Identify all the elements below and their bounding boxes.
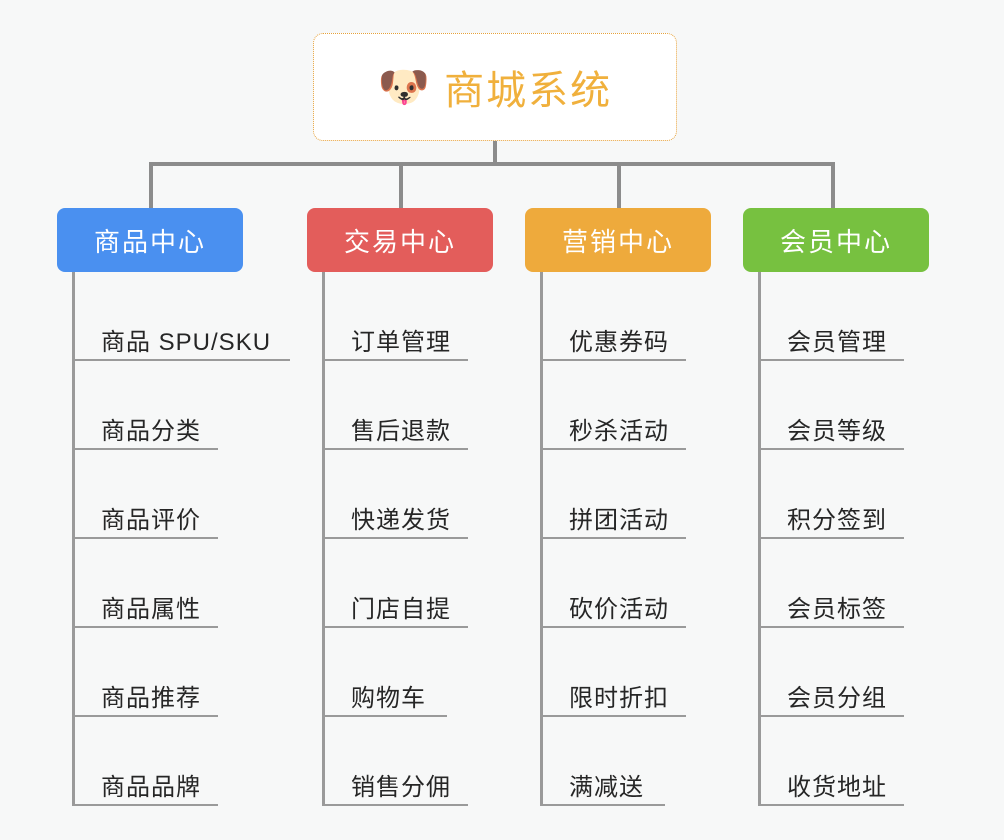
leaf-item[interactable]: 快递发货	[325, 450, 493, 539]
leaf-item[interactable]: 会员分组	[761, 628, 929, 717]
branch-marketing-center: 营销中心 优惠券码 秒杀活动 拼团活动 砍价活动 限时折扣 满减送	[525, 208, 711, 806]
leaf-label: 收货地址	[787, 774, 887, 801]
leaf-item[interactable]: 积分签到	[761, 450, 929, 539]
branch-trade-center: 交易中心 订单管理 售后退款 快递发货 门店自提 购物车 销售分佣	[307, 208, 493, 806]
branch-title-2: 交易中心	[343, 226, 456, 257]
leaf-label: 商品属性	[101, 596, 201, 623]
leaf-label: 拼团活动	[569, 507, 669, 534]
leaf-item[interactable]: 满减送	[543, 717, 711, 806]
connector-root-stem	[493, 141, 497, 164]
leaf-label: 会员分组	[787, 685, 887, 712]
connector-drop-4	[831, 162, 835, 209]
leaf-item[interactable]: 限时折扣	[543, 628, 711, 717]
leaf-label: 购物车	[351, 685, 426, 712]
branch-header-2[interactable]: 交易中心	[307, 208, 493, 272]
leaf-list-2: 订单管理 售后退款 快递发货 门店自提 购物车 销售分佣	[322, 272, 493, 806]
dog-face-icon: 🐶	[377, 63, 431, 110]
connector-drop-1	[149, 162, 153, 209]
leaf-list-4: 会员管理 会员等级 积分签到 会员标签 会员分组 收货地址	[758, 272, 929, 806]
leaf-label: 砍价活动	[569, 596, 669, 623]
branch-title-1: 商品中心	[93, 226, 206, 257]
leaf-label: 优惠券码	[569, 329, 669, 356]
leaf-label: 售后退款	[351, 418, 451, 445]
leaf-item[interactable]: 购物车	[325, 628, 493, 717]
connector-drop-3	[617, 162, 621, 209]
leaf-label: 订单管理	[351, 329, 451, 356]
leaf-item[interactable]: 秒杀活动	[543, 361, 711, 450]
leaf-list-3: 优惠券码 秒杀活动 拼团活动 砍价活动 限时折扣 满减送	[540, 272, 711, 806]
leaf-label: 会员标签	[787, 596, 887, 623]
branch-product-center: 商品中心 商品 SPU/SKU 商品分类 商品评价 商品属性 商品推荐 商品品牌	[57, 208, 291, 806]
leaf-item[interactable]: 商品评价	[75, 450, 271, 539]
leaf-label: 限时折扣	[569, 685, 669, 712]
branch-title-4: 会员中心	[779, 226, 892, 257]
leaf-item[interactable]: 拼团活动	[543, 450, 711, 539]
leaf-item[interactable]: 商品分类	[75, 361, 271, 450]
leaf-item[interactable]: 商品 SPU/SKU	[75, 272, 291, 361]
connector-horizontal-bus	[149, 162, 835, 166]
leaf-label: 积分签到	[787, 507, 887, 534]
leaf-label: 商品 SPU/SKU	[101, 329, 272, 356]
leaf-item[interactable]: 会员标签	[761, 539, 929, 628]
branch-member-center: 会员中心 会员管理 会员等级 积分签到 会员标签 会员分组 收货地址	[743, 208, 929, 806]
leaf-label: 快递发货	[351, 507, 451, 534]
root-node[interactable]: 🐶 商城系统	[313, 33, 677, 141]
leaf-item[interactable]: 门店自提	[325, 539, 493, 628]
root-title: 商城系统	[444, 69, 613, 113]
leaf-label: 门店自提	[351, 596, 451, 623]
branch-header-3[interactable]: 营销中心	[525, 208, 711, 272]
leaf-item[interactable]: 商品属性	[75, 539, 271, 628]
leaf-label: 满减送	[569, 774, 644, 801]
leaf-item[interactable]: 订单管理	[325, 272, 493, 361]
leaf-label: 商品评价	[101, 507, 201, 534]
leaf-item[interactable]: 优惠券码	[543, 272, 711, 361]
leaf-label: 商品推荐	[101, 685, 201, 712]
leaf-label: 销售分佣	[351, 774, 451, 801]
leaf-item[interactable]: 商品推荐	[75, 628, 271, 717]
leaf-label: 会员等级	[787, 418, 887, 445]
branch-header-1[interactable]: 商品中心	[57, 208, 243, 272]
leaf-label: 秒杀活动	[569, 418, 669, 445]
leaf-label: 商品分类	[101, 418, 201, 445]
leaf-item[interactable]: 销售分佣	[325, 717, 493, 806]
leaf-item[interactable]: 砍价活动	[543, 539, 711, 628]
leaf-item[interactable]: 会员管理	[761, 272, 929, 361]
branch-title-3: 营销中心	[561, 226, 674, 257]
leaf-item[interactable]: 会员等级	[761, 361, 929, 450]
connector-drop-2	[399, 162, 403, 209]
leaf-list-1: 商品 SPU/SKU 商品分类 商品评价 商品属性 商品推荐 商品品牌	[72, 272, 291, 806]
leaf-item[interactable]: 售后退款	[325, 361, 493, 450]
leaf-item[interactable]: 商品品牌	[75, 717, 271, 806]
leaf-label: 会员管理	[787, 329, 887, 356]
branch-header-4[interactable]: 会员中心	[743, 208, 929, 272]
leaf-label: 商品品牌	[101, 774, 201, 801]
leaf-item[interactable]: 收货地址	[761, 717, 929, 806]
